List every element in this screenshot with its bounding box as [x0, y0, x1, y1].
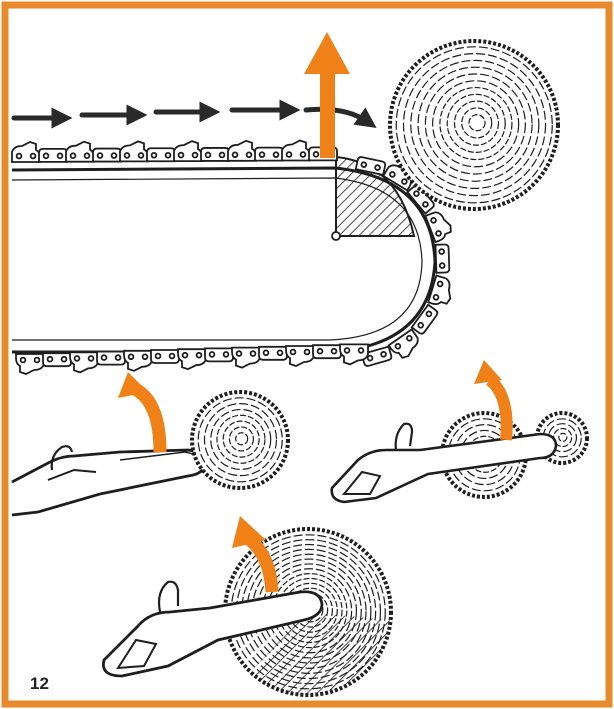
chain-link-icon	[151, 350, 179, 363]
chain-link-icon	[435, 244, 449, 272]
chain-link-icon	[259, 347, 287, 360]
chain-link-icon	[255, 148, 283, 161]
chain-link-icon	[147, 148, 175, 161]
chain-link-icon	[205, 348, 233, 361]
nose-pivot-point	[332, 232, 340, 240]
chain-link-icon	[39, 149, 67, 162]
page-number: 12	[30, 674, 49, 694]
log-rings-icon	[192, 392, 288, 488]
chain-link-icon	[93, 149, 121, 162]
chain-link-icon	[313, 345, 341, 358]
chain-link-icon	[43, 353, 71, 366]
log-rings-icon	[390, 41, 558, 209]
chain-link-icon	[97, 352, 125, 365]
chain-link-icon	[201, 148, 229, 161]
